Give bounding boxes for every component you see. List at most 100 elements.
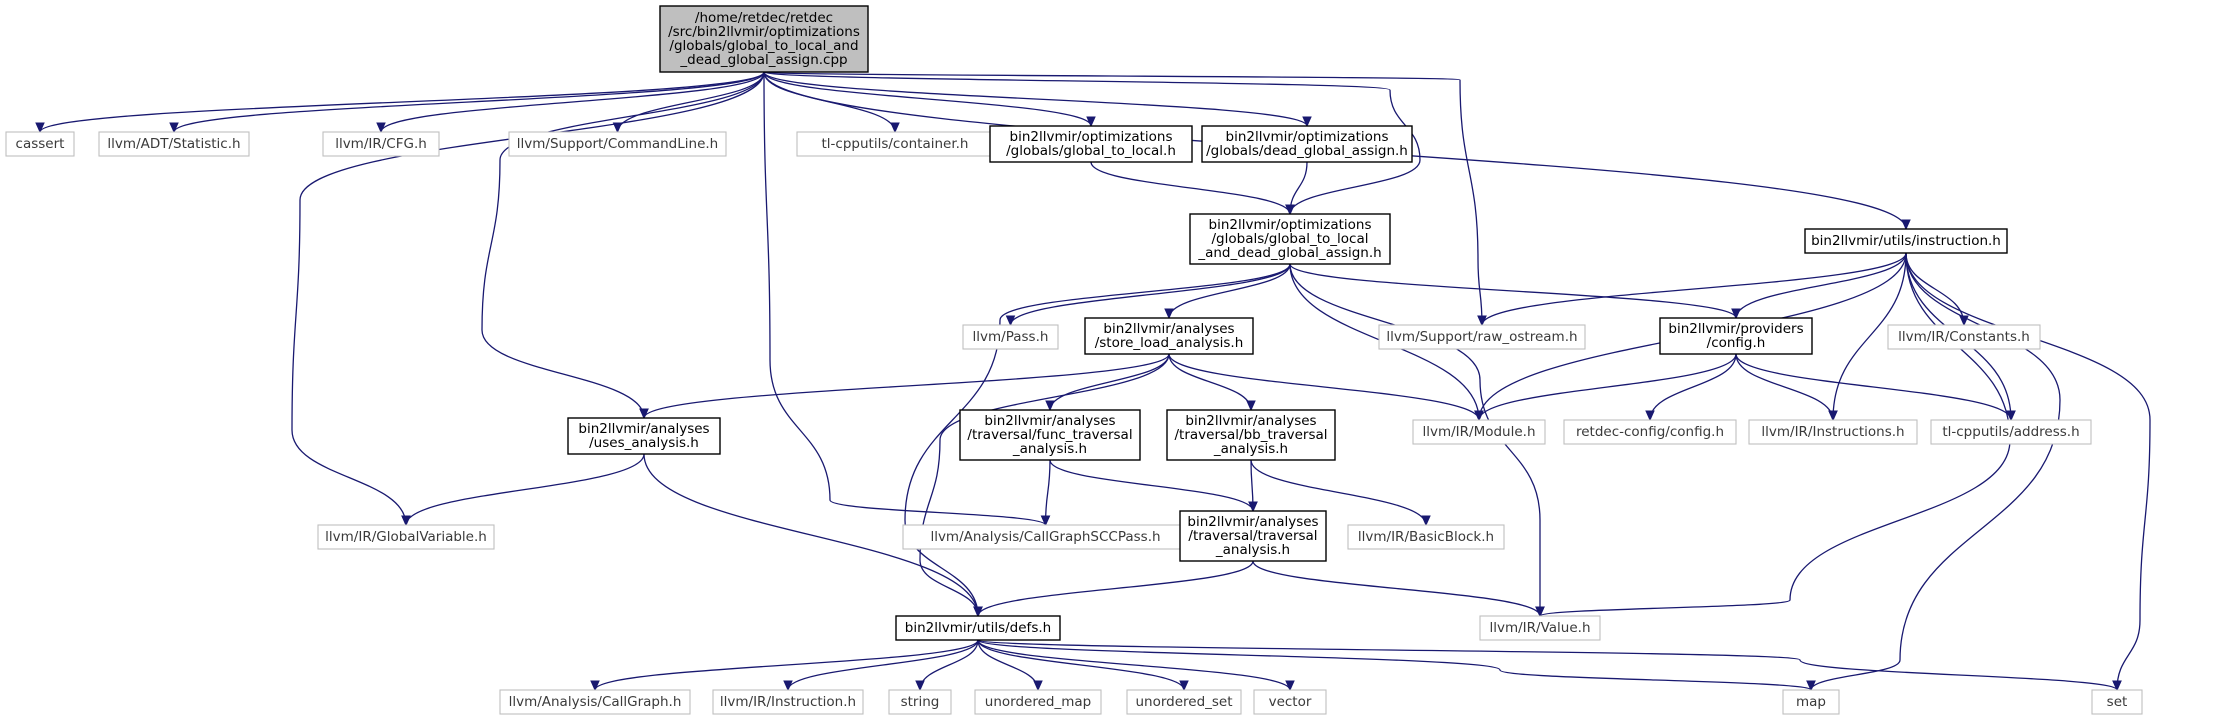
edge-trav-to-defs: [977, 560, 1254, 617]
arrowhead-dga-to-g2ldga: [1285, 204, 1295, 216]
node-string[interactable]: string: [888, 689, 952, 715]
node-callgraphscc[interactable]: llvm/Analysis/CallGraphSCCPass.h: [902, 524, 1189, 550]
node-label-bbtrav-line-0: bin2llvmir/analyses: [1185, 413, 1316, 429]
node-label-uses-line-0: bin2llvmir/analyses: [578, 421, 709, 437]
edge-root-to-dga: [763, 71, 1308, 127]
node-label-callgraph-line-0: llvm/Analysis/CallGraph.h: [509, 694, 682, 710]
edge-storeload-to-module: [1168, 353, 1480, 421]
edge-defs-to-string: [919, 639, 979, 691]
node-bbtrav[interactable]: bin2llvmir/analyses/traversal/bb_travers…: [1166, 409, 1336, 461]
node-label-dga-line-0: bin2llvmir/optimizations: [1226, 129, 1389, 145]
edge-instruction-to-rawostream: [1481, 252, 1907, 326]
node-box-defs: [895, 615, 1061, 641]
edge-trav-to-value: [1252, 560, 1541, 617]
node-label-dga-line-1: /globals/dead_global_assign.h: [1206, 143, 1408, 159]
node-label-config-line-1: /config.h: [1707, 335, 1766, 351]
edge-defs-to-irinstruction: [787, 639, 979, 691]
edge-root-to-statistic: [173, 71, 765, 133]
node-globalvar[interactable]: llvm/IR/GlobalVariable.h: [317, 524, 495, 550]
node-config[interactable]: bin2llvmir/providers/config.h: [1659, 317, 1813, 355]
node-box-storeload: [1084, 317, 1254, 355]
node-label-constants-line-0: llvm/IR/Constants.h: [1898, 329, 2030, 345]
node-label-map-line-0: map: [1796, 694, 1826, 710]
arrowhead-trav-to-defs: [973, 606, 983, 618]
node-box-retdecconfig: [1563, 419, 1737, 445]
edge-functrav-to-trav: [1049, 459, 1254, 512]
node-label-g2l-line-0: bin2llvmir/optimizations: [1010, 129, 1173, 145]
node-retdecconfig[interactable]: retdec-config/config.h: [1563, 419, 1737, 445]
nodes-layer: /home/retdec/retdec/src/bin2llvmir/optim…: [5, 5, 2143, 715]
node-root[interactable]: /home/retdec/retdec/src/bin2llvmir/optim…: [659, 5, 869, 73]
node-label-root-line-0: /home/retdec/retdec: [695, 10, 833, 26]
edge-uses-to-defs: [643, 453, 979, 617]
node-instructions[interactable]: llvm/IR/Instructions.h: [1748, 419, 1918, 445]
node-container[interactable]: tl-cpputils/container.h: [796, 131, 994, 157]
node-box-pass: [962, 324, 1059, 350]
arrowhead-root-to-cassert: [35, 122, 45, 134]
node-box-commandline: [508, 131, 727, 157]
arrowhead-config-to-instructions: [1828, 410, 1838, 422]
node-storeload[interactable]: bin2llvmir/analyses/store_load_analysis.…: [1084, 317, 1254, 355]
node-module[interactable]: llvm/IR/Module.h: [1412, 419, 1546, 445]
node-instruction[interactable]: bin2llvmir/utils/instruction.h: [1804, 228, 2008, 254]
node-callgraph[interactable]: llvm/Analysis/CallGraph.h: [499, 689, 691, 715]
node-label-string-line-0: string: [901, 694, 940, 710]
node-box-rawostream: [1378, 324, 1586, 350]
node-label-uses-line-1: /uses_analysis.h: [589, 435, 699, 451]
arrowhead-root-to-container: [890, 122, 900, 134]
edge-functrav-to-callgraphscc: [1044, 459, 1051, 526]
node-unorderedset[interactable]: unordered_set: [1126, 689, 1242, 715]
arrowhead-bbtrav-to-trav: [1248, 501, 1258, 513]
node-box-cfg: [322, 131, 440, 157]
node-box-root: [659, 5, 869, 73]
arrowhead-root-to-instruction: [1901, 219, 1911, 231]
node-defs[interactable]: bin2llvmir/utils/defs.h: [895, 615, 1061, 641]
edge-bbtrav-to-basicblock: [1250, 459, 1427, 526]
edge-storeload-to-functrav: [1049, 353, 1170, 411]
edge-root-to-cfg: [380, 71, 765, 133]
edge-defs-to-unorderedset: [977, 639, 1185, 691]
edge-root-to-uses: [481, 71, 765, 419]
node-unorderedmap[interactable]: unordered_map: [974, 689, 1102, 715]
node-cassert[interactable]: cassert: [5, 131, 75, 157]
node-constants[interactable]: llvm/IR/Constants.h: [1887, 324, 2041, 350]
node-commandline[interactable]: llvm/Support/CommandLine.h: [508, 131, 727, 157]
edge-config-to-address: [1735, 353, 2012, 421]
node-uses[interactable]: bin2llvmir/analyses/uses_analysis.h: [567, 417, 721, 455]
node-functrav[interactable]: bin2llvmir/analyses/traversal/func_trave…: [959, 409, 1141, 461]
node-rawostream[interactable]: llvm/Support/raw_ostream.h: [1378, 324, 1586, 350]
node-dga[interactable]: bin2llvmir/optimizations/globals/dead_gl…: [1201, 125, 1413, 163]
arrowhead-g2ldga-to-pass: [1005, 315, 1016, 327]
edge-g2ldga-to-config: [1289, 263, 1737, 319]
node-pass[interactable]: llvm/Pass.h: [962, 324, 1059, 350]
node-label-cfg-line-0: llvm/IR/CFG.h: [335, 136, 427, 152]
node-g2ldga[interactable]: bin2llvmir/optimizations/globals/global_…: [1189, 213, 1391, 265]
node-label-g2l-line-1: /globals/global_to_local.h: [1006, 143, 1176, 159]
node-label-globalvar-line-0: llvm/IR/GlobalVariable.h: [325, 529, 487, 545]
node-set[interactable]: set: [2091, 689, 2143, 715]
node-vector[interactable]: vector: [1253, 689, 1327, 715]
edge-root-to-g2l: [763, 71, 1092, 127]
node-value[interactable]: llvm/IR/Value.h: [1479, 615, 1601, 641]
node-g2l[interactable]: bin2llvmir/optimizations/globals/global_…: [989, 125, 1193, 163]
node-cfg[interactable]: llvm/IR/CFG.h: [322, 131, 440, 157]
arrowhead-defs-to-set: [2112, 680, 2122, 692]
edge-root-to-callgraphscc: [763, 71, 1047, 526]
node-address[interactable]: tl-cpputils/address.h: [1930, 419, 2092, 445]
arrowhead-defs-to-callgraph: [590, 680, 600, 692]
node-label-set-line-0: set: [2107, 694, 2128, 710]
node-irinstruction[interactable]: llvm/IR/Instruction.h: [712, 689, 864, 715]
node-map[interactable]: map: [1782, 689, 1840, 715]
node-box-callgraphscc: [902, 524, 1189, 550]
node-statistic[interactable]: llvm/ADT/Statistic.h: [98, 131, 250, 157]
arrowhead-defs-to-string: [915, 680, 925, 692]
edges-layer: [35, 71, 2151, 692]
node-label-root-line-2: /globals/global_to_local_and: [669, 38, 858, 54]
node-trav[interactable]: bin2llvmir/analyses/traversal/traversal_…: [1179, 510, 1327, 562]
node-box-container: [796, 131, 994, 157]
node-basicblock[interactable]: llvm/IR/BasicBlock.h: [1347, 524, 1505, 550]
node-box-irinstruction: [712, 689, 864, 715]
node-box-functrav: [959, 409, 1141, 461]
node-label-trav-line-2: _analysis.h: [1215, 542, 1290, 558]
edge-root-to-cassert: [39, 71, 765, 133]
